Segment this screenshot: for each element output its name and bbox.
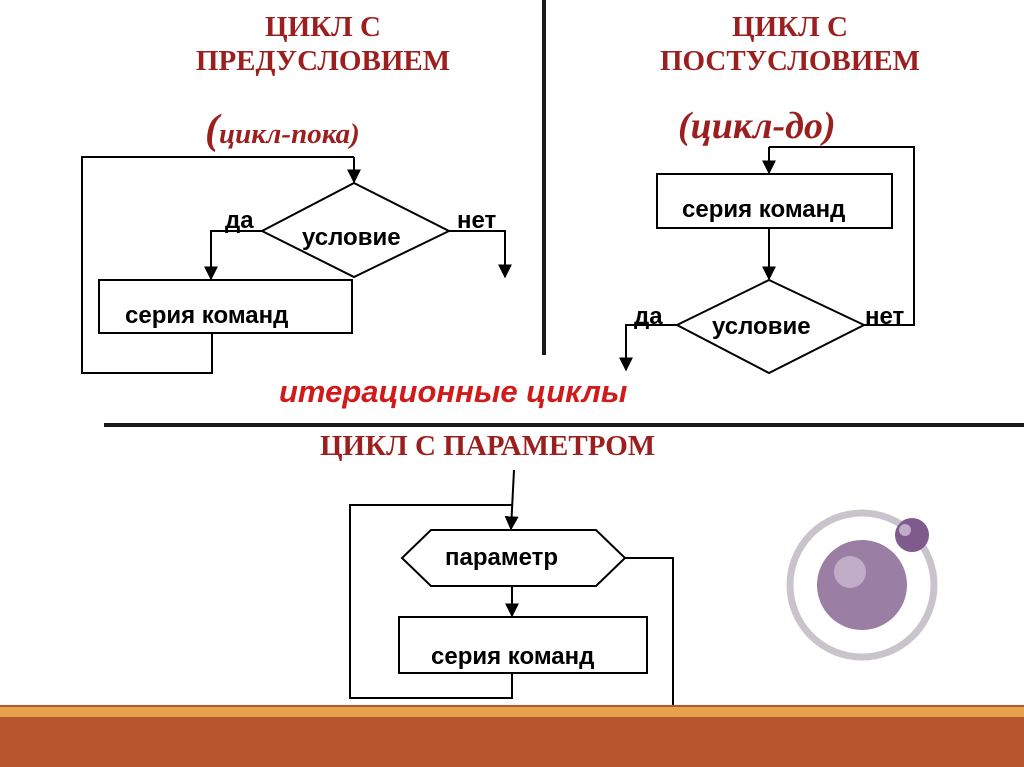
while-body-label: серия команд — [125, 302, 289, 329]
while-no-arrow — [449, 230, 512, 279]
do-until-no-label: нет — [865, 303, 905, 330]
do-until-yes-arrow — [619, 324, 677, 372]
do-until-flowchart — [619, 146, 915, 375]
while-title-line1: ЦИКЛ С — [265, 11, 381, 43]
while-subtitle-paren: ( — [205, 107, 219, 153]
parameter-hexagon — [400, 529, 627, 587]
while-condition-diamond — [259, 181, 452, 279]
while-yes-label: да — [225, 207, 254, 234]
param-loop-flowchart — [349, 469, 674, 751]
do-until-condition-label: условие — [712, 313, 811, 340]
sphere-logo — [786, 509, 938, 661]
param-loop-back-line — [349, 504, 513, 699]
param-entry-arrow — [504, 469, 519, 531]
while-subtitle-text: цикл-пока) — [219, 118, 360, 150]
do-until-subtitle: (цикл-до) — [678, 105, 836, 147]
do-until-condition-diamond — [674, 278, 867, 375]
param-title: ЦИКЛ С ПАРАМЕТРОМ — [320, 430, 656, 462]
param-hexagon-label: параметр — [445, 544, 559, 571]
while-title-line2: ПРЕДУСЛОВИЕМ — [195, 45, 451, 77]
bottom-stripe — [0, 707, 1024, 717]
param-body-box — [398, 616, 648, 674]
while-body-box — [98, 279, 353, 334]
section-label-iterative-loops: итерационные циклы — [279, 374, 628, 409]
do-until-body-label: серия команд — [682, 196, 846, 223]
do-until-title-line2: ПОСТУСЛОВИЕМ — [659, 45, 921, 77]
do-until-loop-back-line — [769, 146, 915, 326]
while-subtitle: (цикл-пока) — [205, 106, 360, 154]
do-until-yes-label: да — [634, 303, 663, 330]
while-yes-arrow — [204, 230, 262, 281]
do-until-body-box — [656, 173, 893, 229]
do-until-title-line1: ЦИКЛ С — [732, 11, 848, 43]
param-body-label: серия команд — [431, 643, 595, 670]
while-no-label: нет — [457, 207, 497, 234]
while-condition-label: условие — [302, 224, 401, 251]
while-loop-flowchart — [81, 156, 512, 374]
while-loop-back-line — [81, 156, 354, 374]
